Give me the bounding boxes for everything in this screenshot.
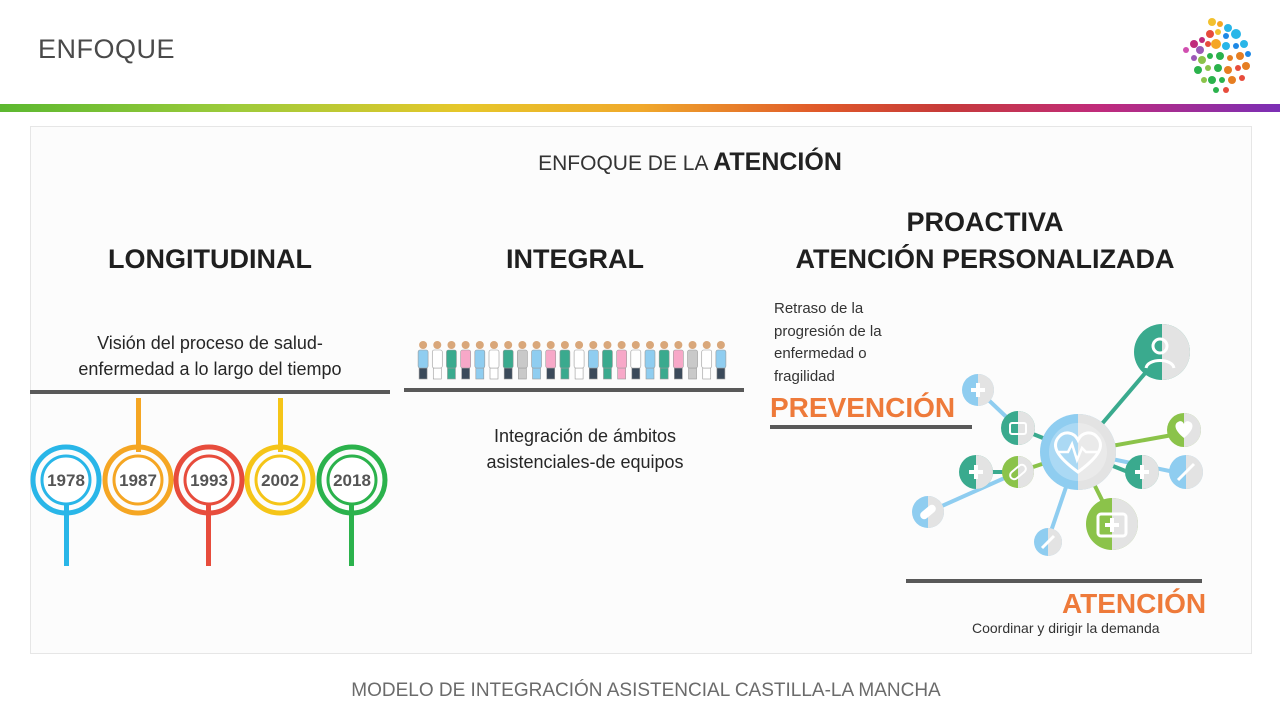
main-heading-prefix: ENFOQUE DE LA [538, 152, 708, 175]
team-member-figure [502, 341, 514, 380]
doctor-icon [1144, 337, 1176, 369]
pill-icon [1009, 463, 1027, 481]
rainbow-divider [0, 104, 1280, 112]
timeline-year-3: 1993 [190, 471, 228, 490]
team-member-figure [474, 341, 486, 380]
team-member-figure [587, 341, 599, 380]
integral-title: INTEGRAL [506, 244, 644, 274]
team-member-figure [517, 341, 528, 380]
team-member-figure [573, 341, 585, 380]
timeline-year-5: 2018 [333, 471, 371, 490]
team-member-figure [602, 341, 613, 380]
team-member-figure [616, 341, 627, 380]
team-member-figure [701, 341, 713, 380]
heart-pulse-icon [1054, 431, 1102, 474]
team-member-figure [630, 341, 642, 380]
main-heading: ENFOQUE DE LA ATENCIÓN [0, 148, 1280, 177]
syringe-icon [1176, 462, 1196, 482]
proactiva-title-line2: ATENCIÓN PERSONALIZADA [795, 244, 1175, 274]
team-member-figure [431, 341, 443, 380]
health-network-graphic [912, 324, 1203, 556]
footer-text: MODELO DE INTEGRACIÓN ASISTENCIAL CASTIL… [351, 680, 941, 701]
team-member-figure [545, 341, 557, 380]
timeline-year-4: 2002 [261, 471, 299, 490]
prevention-note-line: Retraso de la [774, 300, 864, 317]
integral-description-line2: asistenciales-de equipos [486, 452, 684, 472]
longitudinal-rule [30, 390, 390, 394]
footer: MODELO DE INTEGRACIÓN ASISTENCIAL CASTIL… [0, 680, 1280, 702]
team-member-figure [460, 341, 471, 380]
timeline-year-2: 1987 [119, 471, 157, 490]
integral-rule [404, 388, 744, 392]
timeline-graphic: 1978 1987 1993 2002 2018 [30, 398, 388, 566]
attention-rule [906, 579, 1202, 583]
proactiva-title-line1: PROACTIVA [906, 207, 1064, 237]
slide-title: ENFOQUE [38, 34, 176, 64]
prevention-rule [770, 425, 972, 429]
team-member-figure [658, 341, 670, 380]
team-member-figure [446, 341, 457, 380]
healthcare-team-icon [417, 341, 727, 380]
proactiva-title: PROACTIVA ATENCIÓN PERSONALIZADA [760, 204, 1210, 278]
longitudinal-description-line1: Visión del proceso de salud- [97, 333, 323, 353]
main-heading-strong: ATENCIÓN [713, 148, 842, 176]
brand-logo-icon [1183, 18, 1251, 93]
longitudinal-description: Visión del proceso de salud- enfermedad … [30, 330, 390, 382]
attention-label: ATENCIÓN [1062, 588, 1207, 619]
team-member-figure [644, 341, 656, 380]
integral-description: Integración de ámbitos asistenciales-de … [420, 423, 750, 475]
prevention-note-line: enfermedad o [774, 345, 867, 362]
prevention-note: Retraso de la progresión de la enfermeda… [774, 298, 924, 388]
team-member-figure [673, 341, 684, 380]
timeline-year-1: 1978 [47, 471, 85, 490]
team-member-figure [687, 341, 698, 380]
team-member-figure [488, 341, 500, 380]
longitudinal-description-line2: enfermedad a lo largo del tiempo [78, 359, 342, 379]
team-member-figure [715, 341, 727, 380]
attention-note: Coordinar y dirigir la demanda [972, 620, 1160, 636]
team-member-figure [531, 341, 542, 380]
prevention-note-line: fragilidad [774, 367, 835, 385]
team-member-figure [559, 341, 571, 380]
integral-description-line1: Integración de ámbitos [493, 426, 677, 446]
prevention-label: PREVENCIÓN [770, 392, 956, 423]
longitudinal-title: LONGITUDINAL [108, 244, 312, 274]
first-aid-kit-icon [1096, 512, 1128, 538]
team-member-figure [417, 341, 429, 380]
prevention-note-line: progresión de la [774, 322, 882, 340]
